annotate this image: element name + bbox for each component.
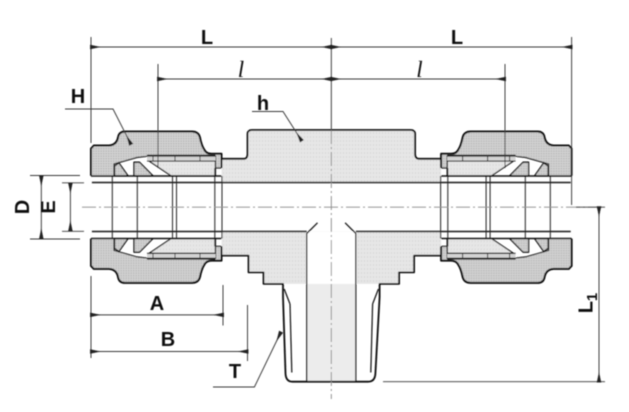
svg-text:T: T — [229, 361, 241, 383]
svg-text:L: L — [451, 27, 463, 49]
svg-text:A: A — [150, 293, 164, 315]
svg-text:l: l — [238, 57, 244, 82]
svg-text:L1: L1 — [576, 293, 602, 314]
svg-text:H: H — [71, 86, 85, 108]
svg-text:l: l — [416, 57, 422, 82]
svg-text:h: h — [257, 93, 269, 115]
svg-text:L: L — [201, 27, 213, 49]
svg-text:B: B — [161, 329, 175, 351]
svg-text:E: E — [38, 200, 60, 213]
svg-text:D: D — [12, 200, 34, 214]
